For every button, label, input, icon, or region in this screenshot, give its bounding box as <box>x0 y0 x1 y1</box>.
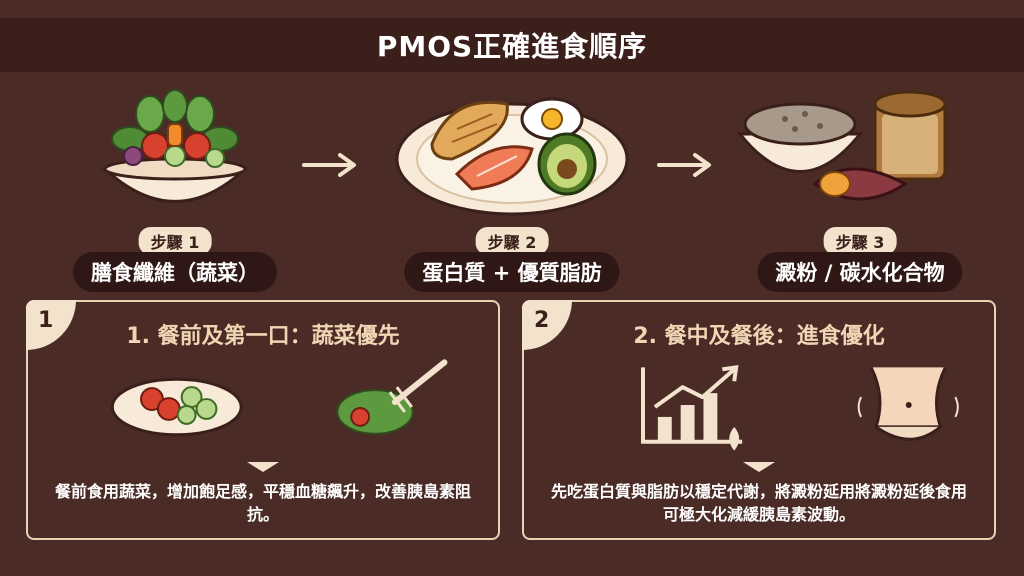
step-badge: 步驟 1 <box>138 227 212 255</box>
down-triangle-icon <box>743 462 775 472</box>
step-badge: 步驟 2 <box>475 227 549 255</box>
carbs-icon <box>736 90 947 201</box>
step-label: 蛋白質 + 優質脂肪 <box>404 252 620 292</box>
panel-eating-optimization: 2 2. 餐中及餐後：進食優化 先吃蛋白質與脂肪以穩定代謝，將澱粉延用將澱粉延後… <box>522 300 996 540</box>
salad-bowl-icon <box>101 89 249 203</box>
panel-vegetables-first: 1 1. 餐前及第一口：蔬菜優先 餐前食用蔬菜，增加飽足感，平穩血糖飆升，改善胰… <box>26 300 500 540</box>
step-label: 膳食纖維（蔬菜） <box>73 252 277 292</box>
arrow-right-icon <box>302 153 356 177</box>
panel-title: 1. 餐前及第一口：蔬菜優先 <box>126 324 400 349</box>
step-badge: 步驟 3 <box>823 227 897 255</box>
down-triangle-icon <box>247 462 279 472</box>
step-1: 步驟 1 膳食纖維（蔬菜） <box>25 84 325 292</box>
panel-text: 先吃蛋白質與脂肪以穩定代謝，將澱粉延用將澱粉延後食用可極大化減緩胰島素波動。 <box>550 482 967 524</box>
protein-plate-icon <box>395 97 629 216</box>
arrow-right-icon <box>657 153 711 177</box>
panel-text: 餐前食用蔬菜，增加飽足感，平穩血糖飆升，改善胰島素阻抗。 <box>54 482 471 524</box>
panel-title: 2. 餐中及餐後：進食優化 <box>633 324 885 349</box>
step-3: 步驟 3 澱粉 / 碳水化合物 <box>710 84 1010 292</box>
page-title: PMOS正確進食順序 <box>376 30 648 63</box>
step-2: 步驟 2 蛋白質 + 優質脂肪 <box>362 84 662 292</box>
title-bar: PMOS正確進食順序 <box>0 18 1024 72</box>
step-label: 澱粉 / 碳水化合物 <box>757 252 963 292</box>
vegetable-plate-icon <box>110 359 448 437</box>
blood-sugar-chart-icon <box>641 365 959 451</box>
